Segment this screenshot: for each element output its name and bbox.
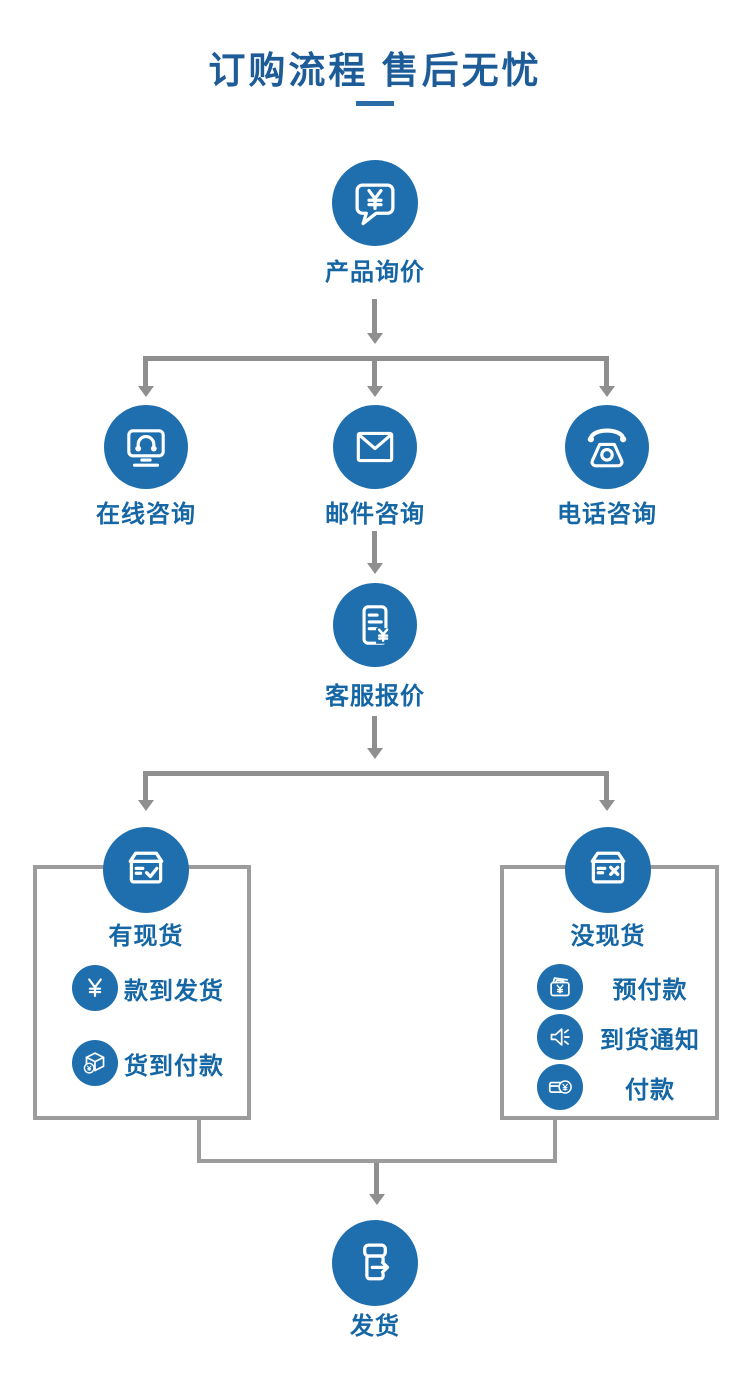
node-phone-consult (565, 405, 649, 489)
in-stock-item-cod: 货到付款 (72, 1040, 224, 1086)
node-label-ship: 发货 (350, 1313, 400, 1340)
arrowhead (367, 748, 383, 759)
price-quotation-icon (362, 605, 392, 645)
item-label: 货到付款 (124, 1052, 224, 1080)
card-payment-icon (548, 1080, 572, 1094)
in-stock-item-payment-first: 款到发货 (72, 965, 224, 1011)
node-product-inquiry (332, 160, 418, 246)
connector-to-quote (372, 531, 377, 563)
arrowhead (367, 563, 383, 574)
node-label-service-quote: 客服报价 (325, 683, 425, 710)
yen-icon (88, 978, 102, 997)
node-label-online-consult: 在线咨询 (96, 501, 196, 528)
shipping-box-icon (363, 1243, 390, 1281)
arrowhead (599, 386, 615, 397)
email-icon (356, 431, 394, 463)
branch2-horizontal-line (143, 771, 609, 776)
arrowhead (367, 386, 383, 397)
node-ship (332, 1220, 418, 1306)
item-label: 预付款 (612, 976, 688, 1004)
arrowhead (138, 386, 154, 397)
wallet-icon (550, 977, 570, 997)
branch2-right-stem (604, 773, 609, 800)
node-out-of-stock (565, 827, 651, 913)
speaker-circle (537, 1014, 583, 1060)
arrowhead (369, 1194, 385, 1205)
card-circle (537, 1064, 583, 1110)
package-payment-icon (83, 1052, 105, 1074)
box-cross-icon (590, 851, 626, 884)
merge-horizontal-line (197, 1159, 557, 1163)
arrowhead (138, 800, 154, 811)
node-label-email-consult: 邮件咨询 (325, 501, 425, 528)
node-label-product-inquiry: 产品询价 (325, 259, 425, 286)
out-of-stock-item-arrival-notice: 到货通知 (537, 1014, 711, 1060)
connector-to-ship (374, 1163, 379, 1194)
online-service-icon (127, 429, 165, 467)
wallet-circle (537, 964, 583, 1010)
node-service-quote (333, 583, 417, 667)
connector-start-down (372, 299, 377, 333)
merge-left-stem (197, 1116, 201, 1163)
chat-bubble-yen-icon (355, 183, 395, 226)
title-underline (356, 101, 394, 106)
item-label: 到货通知 (600, 1026, 700, 1054)
page-title: 订购流程 售后无忧 (208, 50, 542, 91)
arrowhead (367, 333, 383, 344)
item-label: 款到发货 (124, 977, 224, 1005)
merge-right-stem (553, 1116, 557, 1163)
out-of-stock-item-prepay: 预付款 (537, 964, 711, 1010)
telephone-icon (587, 428, 627, 468)
node-online-consult (104, 405, 188, 489)
node-label-out-of-stock: 没现货 (570, 923, 646, 950)
box-check-icon (128, 851, 164, 884)
branch1-left-stem (143, 358, 148, 386)
node-label-phone-consult: 电话咨询 (557, 501, 657, 528)
node-in-stock (103, 827, 189, 913)
node-email-consult (333, 405, 417, 489)
branch1-center-stem (372, 358, 377, 386)
notice-speaker-icon (550, 1028, 570, 1046)
payment-circle (72, 965, 118, 1011)
out-of-stock-item-pay: 付款 (537, 1064, 711, 1110)
branch2-left-stem (143, 773, 148, 800)
package-circle (72, 1040, 118, 1086)
item-label: 付款 (625, 1076, 675, 1104)
node-label-in-stock: 有现货 (108, 923, 184, 950)
arrowhead (599, 800, 615, 811)
branch1-right-stem (604, 358, 609, 386)
connector-quote-down (372, 716, 377, 748)
